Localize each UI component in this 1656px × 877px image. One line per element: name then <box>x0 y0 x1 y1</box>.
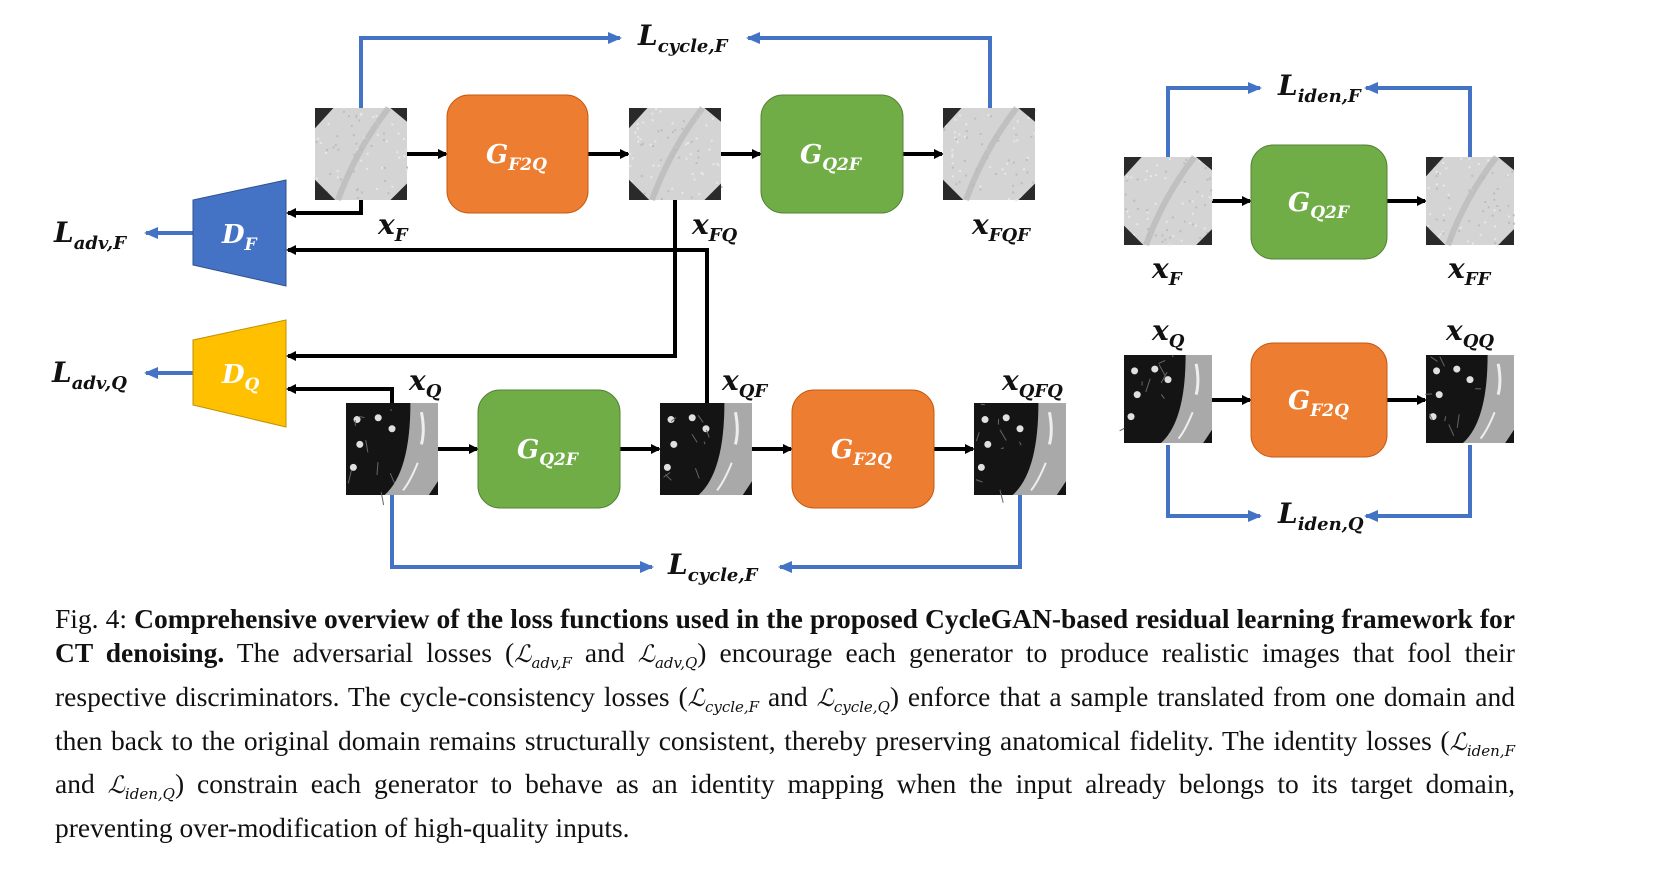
ct-image-iden-x-qq <box>1425 355 1514 443</box>
generator-iden-f2q: GF2Q <box>1250 342 1388 458</box>
caption-text: and <box>571 637 638 668</box>
cycle-top-left-arrow <box>359 32 622 108</box>
generator-iden-q2f: GQ2F <box>1250 144 1388 260</box>
loss-cycle-bottom: Lcycle,F <box>667 548 759 586</box>
cycle-bottom-right-arrow <box>778 495 1022 573</box>
ct-image-x-f <box>315 106 409 202</box>
ct-image-x-qf <box>660 403 752 495</box>
iden-f-connectors <box>1166 82 1472 157</box>
svg-text:DQ: DQ <box>221 360 260 395</box>
math-adv-f: ℒadv,F <box>514 640 572 672</box>
loss-labels: Lcycle,F Lcycle,F Ladv,F Ladv,Q Liden,F … <box>51 19 1364 586</box>
image-labels: xF xFQ xFQF xQ xQF xQFQ xF xFF xQ xQQ <box>377 208 1494 402</box>
math-iden-f: ℒiden,F <box>1449 727 1515 760</box>
svg-text:GF2Q: GF2Q <box>486 140 547 175</box>
flow-connectors <box>286 149 1427 454</box>
ct-image-x-fq <box>629 106 723 202</box>
caption-text: and <box>759 680 817 712</box>
flow-xqf-to-df <box>286 245 709 403</box>
math-cycle-f: ℒcycle,F <box>687 683 760 716</box>
svg-text:GF2Q: GF2Q <box>1288 386 1349 421</box>
cycle-f-top-connectors <box>359 32 992 108</box>
iden-f-right-arrow <box>1364 82 1472 157</box>
ct-thumbnails <box>315 106 1515 506</box>
iden-q-connectors <box>1166 445 1472 522</box>
figure-caption: Fig. 4: Comprehensive overview of the lo… <box>55 602 1515 845</box>
label-iden-x-ff: xFF <box>1447 252 1491 290</box>
generator-bottom-f2q: GF2Q <box>791 389 935 509</box>
caption-label: Fig. 4: <box>55 603 128 634</box>
generator-top-q2f: GQ2F <box>760 94 904 214</box>
svg-text:GQ2F: GQ2F <box>1288 188 1351 223</box>
svg-text:DF: DF <box>221 220 259 255</box>
flow-xfq-to-dq <box>286 198 677 361</box>
caption-text: ) encourage each generator to produce re… <box>55 637 1515 712</box>
cycle-bottom-left-arrow <box>390 495 654 573</box>
adv-connectors <box>144 227 193 379</box>
svg-text:GF2Q: GF2Q <box>831 435 892 470</box>
label-x-qfq: xQFQ <box>1001 364 1063 402</box>
caption-text: and <box>55 768 108 800</box>
svg-text:GQ2F: GQ2F <box>517 435 580 470</box>
math-iden-q: ℒiden,Q <box>107 771 175 804</box>
generator-bottom-q2f: GQ2F <box>477 389 621 509</box>
label-iden-x-qq: xQQ <box>1445 314 1494 352</box>
caption-text: The adversarial losses ( <box>236 637 515 668</box>
iden-q-right-arrow <box>1364 445 1472 522</box>
loss-adv-f: Ladv,F <box>53 216 127 254</box>
label-iden-x-q: xQ <box>1151 314 1185 352</box>
label-x-qf: xQF <box>721 364 768 402</box>
svg-text:GQ2F: GQ2F <box>800 140 863 175</box>
ct-image-x-fqf <box>943 106 1037 202</box>
discriminator-df: DF <box>192 179 287 287</box>
cycle-f-bottom-connectors <box>390 495 1022 573</box>
loss-iden-q: Liden,Q <box>1277 497 1364 535</box>
label-x-fqf: xFQF <box>971 208 1031 246</box>
caption-text: ) enforce that a sample translated from … <box>55 680 1515 756</box>
ct-image-x-q <box>346 403 438 506</box>
cycle-top-right-arrow <box>746 32 992 108</box>
loss-adv-q: Ladv,Q <box>51 356 127 394</box>
label-iden-x-f: xF <box>1151 252 1183 290</box>
caption-text: ) constrain each generator to behave as … <box>55 768 1515 844</box>
label-x-q: xQ <box>408 364 442 402</box>
math-cycle-q: ℒcycle,Q <box>816 683 890 716</box>
flow-xq-to-dq <box>286 384 394 403</box>
label-x-fq: xFQ <box>691 208 737 246</box>
loss-cycle-top: Lcycle,F <box>637 19 729 57</box>
flow-xf-to-df <box>286 198 363 218</box>
generator-top-f2q: GF2Q <box>446 94 589 214</box>
ct-image-x-qfq <box>974 403 1066 503</box>
iden-f-left-arrow <box>1166 82 1262 157</box>
loss-iden-f: Liden,F <box>1277 69 1362 107</box>
ct-image-iden-x-f <box>1124 155 1213 247</box>
ct-image-iden-x-ff <box>1426 155 1515 247</box>
math-adv-q: ℒadv,Q <box>637 640 698 672</box>
discriminator-dq: DQ <box>192 319 287 428</box>
label-x-f: xF <box>377 208 409 246</box>
ct-image-iden-x-q <box>1119 354 1212 443</box>
caption-title: Comprehensive overview of the loss funct… <box>55 603 1516 668</box>
iden-q-left-arrow <box>1166 445 1262 522</box>
cyclegan-loss-diagram: DF DQ GF2Q GQ2F GQ2F GF2Q GQ2F GF2Q xF x… <box>51 19 1515 586</box>
